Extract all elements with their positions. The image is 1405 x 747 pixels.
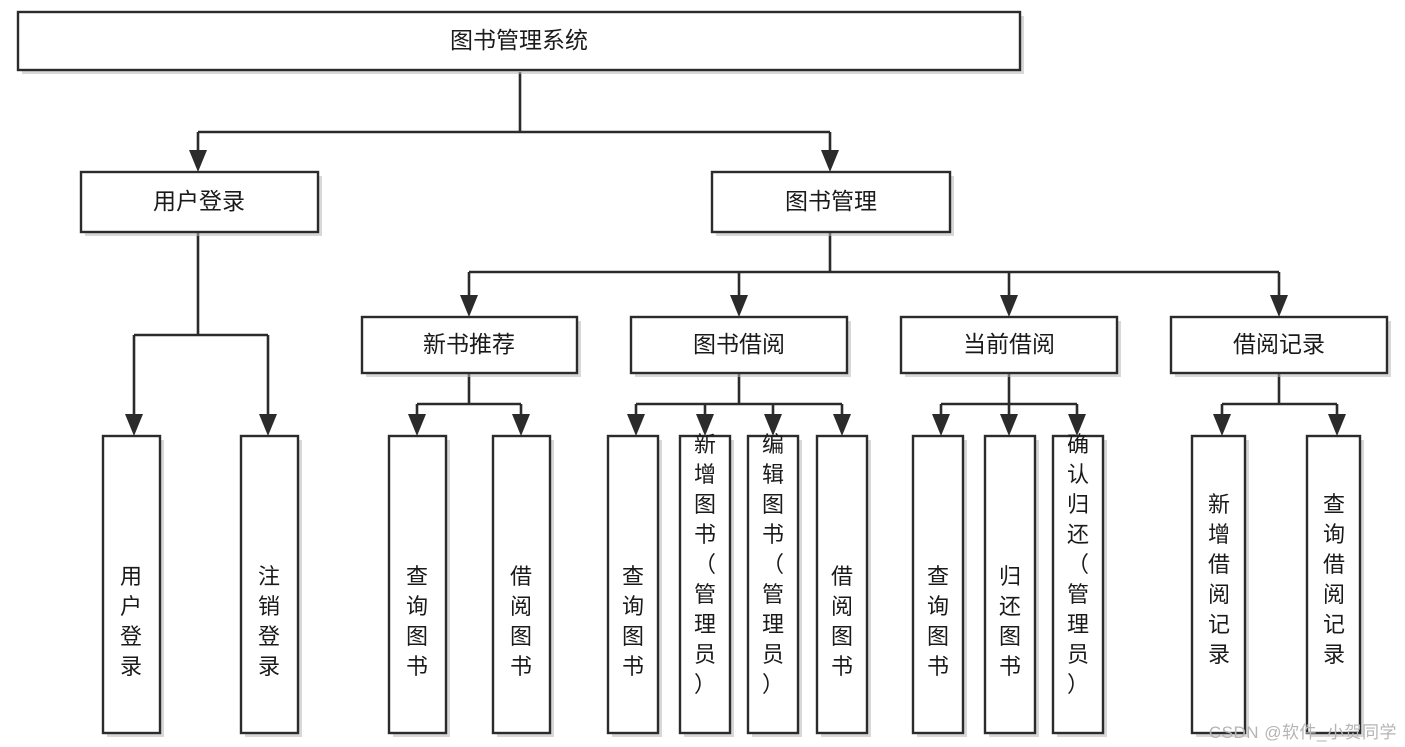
leaf-logout-login-label: 注销登录 bbox=[258, 564, 280, 679]
arrow-bm-bookborrow bbox=[730, 295, 748, 317]
leaf-edit-book-rect bbox=[746, 434, 800, 735]
arrow-bookborrow-leaf3 bbox=[764, 414, 782, 436]
arrow-borrowrecord-leaf2 bbox=[1328, 414, 1346, 436]
arrow-bm-currentborrow bbox=[1000, 295, 1018, 317]
arrow-bookborrow-leaf2 bbox=[696, 414, 714, 436]
leaf-edit-book-label: 编辑图书（管理员） bbox=[762, 432, 784, 697]
node-borrow-record[interactable]: 借阅记录 bbox=[1169, 315, 1391, 377]
arrow-currentborrow-leaf3 bbox=[1068, 414, 1086, 436]
node-book-borrow-rect bbox=[629, 315, 849, 375]
leaf-edit-book[interactable]: 编辑图书（管理员） bbox=[746, 432, 802, 737]
leaf-borrow-book-2-label: 借阅图书 bbox=[831, 564, 853, 679]
leaf-query-book-1-rect bbox=[387, 434, 448, 735]
leaf-add-book-label: 新增图书（管理员） bbox=[694, 432, 716, 697]
arrow-currentborrow-leaf2 bbox=[1000, 414, 1018, 436]
node-root-rect bbox=[16, 10, 1022, 72]
leaf-query-book-2-rect bbox=[606, 434, 660, 735]
arrow-userlogin-leaf1 bbox=[125, 414, 143, 436]
leaf-return-book-rect bbox=[983, 434, 1037, 735]
arrow-bm-borrowrecord bbox=[1270, 295, 1288, 317]
arrow-borrowrecord-leaf1 bbox=[1213, 414, 1231, 436]
leaf-query-book-3-rect bbox=[911, 434, 965, 735]
arrow-newbook-leaf1 bbox=[408, 414, 426, 436]
node-book-manage[interactable]: 图书管理 bbox=[710, 170, 954, 236]
leaf-user-login[interactable]: 用户登录 bbox=[101, 434, 164, 737]
leaf-borrow-book-2[interactable]: 借阅图书 bbox=[815, 434, 871, 737]
leaf-query-book-3[interactable]: 查询图书 bbox=[911, 434, 967, 737]
leaf-query-book-3-label: 查询图书 bbox=[927, 564, 949, 679]
arrow-root-to-user-login bbox=[189, 150, 207, 172]
leaf-add-book[interactable]: 新增图书（管理员） bbox=[678, 432, 734, 737]
node-current-borrow[interactable]: 当前借阅 bbox=[899, 315, 1121, 377]
arrow-newbook-leaf2 bbox=[512, 414, 530, 436]
node-book-manage-rect bbox=[710, 170, 952, 234]
leaf-add-record[interactable]: 新增借阅记录 bbox=[1190, 434, 1249, 737]
leaf-logout-login-rect bbox=[239, 434, 300, 735]
node-root[interactable]: 图书管理系统 bbox=[16, 10, 1024, 74]
leaf-query-record-label: 查询借阅记录 bbox=[1323, 492, 1345, 667]
leaf-add-record-label: 新增借阅记录 bbox=[1208, 492, 1230, 667]
csdn-watermark: CSDN @软件_小贺同学 bbox=[1208, 723, 1397, 742]
leaf-query-book-2-label: 查询图书 bbox=[622, 564, 644, 679]
leaf-user-login-rect bbox=[101, 434, 162, 735]
arrow-userlogin-leaf2 bbox=[259, 414, 277, 436]
leaf-add-book-rect bbox=[678, 434, 732, 735]
node-user-login[interactable]: 用户登录 bbox=[79, 170, 322, 236]
node-new-book-rec[interactable]: 新书推荐 bbox=[360, 315, 581, 377]
leaf-query-book-1[interactable]: 查询图书 bbox=[387, 434, 450, 737]
arrow-currentborrow-leaf1 bbox=[932, 414, 950, 436]
node-new-book-rec-rect bbox=[360, 315, 579, 375]
leaf-borrow-book-1-label: 借阅图书 bbox=[510, 564, 532, 679]
node-book-borrow[interactable]: 图书借阅 bbox=[629, 315, 851, 377]
leaf-query-book-2[interactable]: 查询图书 bbox=[606, 434, 662, 737]
leaf-return-book-label: 归还图书 bbox=[999, 564, 1021, 679]
node-borrow-record-label: 借阅记录 bbox=[1233, 331, 1325, 357]
node-user-login-label: 用户登录 bbox=[153, 188, 245, 214]
leaf-query-book-1-label: 查询图书 bbox=[406, 564, 428, 679]
leaf-return-book[interactable]: 归还图书 bbox=[983, 434, 1039, 737]
node-borrow-record-rect bbox=[1169, 315, 1389, 375]
arrow-bookborrow-leaf4 bbox=[833, 414, 851, 436]
arrow-bookborrow-leaf1 bbox=[627, 414, 645, 436]
node-book-borrow-label: 图书借阅 bbox=[693, 331, 785, 357]
leaf-confirm-return-rect bbox=[1051, 434, 1105, 735]
leaf-query-record-rect bbox=[1305, 434, 1362, 735]
leaf-logout-login[interactable]: 注销登录 bbox=[239, 434, 302, 737]
leaf-user-login-label: 用户登录 bbox=[120, 564, 142, 679]
leaf-confirm-return[interactable]: 确认归还（管理员） bbox=[1051, 432, 1107, 737]
node-current-borrow-rect bbox=[899, 315, 1119, 375]
node-current-borrow-label: 当前借阅 bbox=[963, 331, 1055, 357]
leaf-borrow-book-1[interactable]: 借阅图书 bbox=[491, 434, 554, 737]
arrow-bm-newbook bbox=[460, 295, 478, 317]
leaf-borrow-book-2-rect bbox=[815, 434, 869, 735]
leaf-confirm-return-label: 确认归还（管理员） bbox=[1067, 432, 1089, 697]
node-new-book-rec-label: 新书推荐 bbox=[423, 331, 515, 357]
connector-layer bbox=[125, 72, 1346, 436]
node-user-login-rect bbox=[79, 170, 320, 234]
arrow-root-to-book-manage bbox=[821, 150, 839, 172]
leaf-borrow-book-1-rect bbox=[491, 434, 552, 735]
leaf-query-record[interactable]: 查询借阅记录 bbox=[1305, 434, 1364, 737]
node-root-label: 图书管理系统 bbox=[450, 27, 588, 53]
leaf-add-record-rect bbox=[1190, 434, 1247, 735]
node-book-manage-label: 图书管理 bbox=[785, 188, 877, 214]
